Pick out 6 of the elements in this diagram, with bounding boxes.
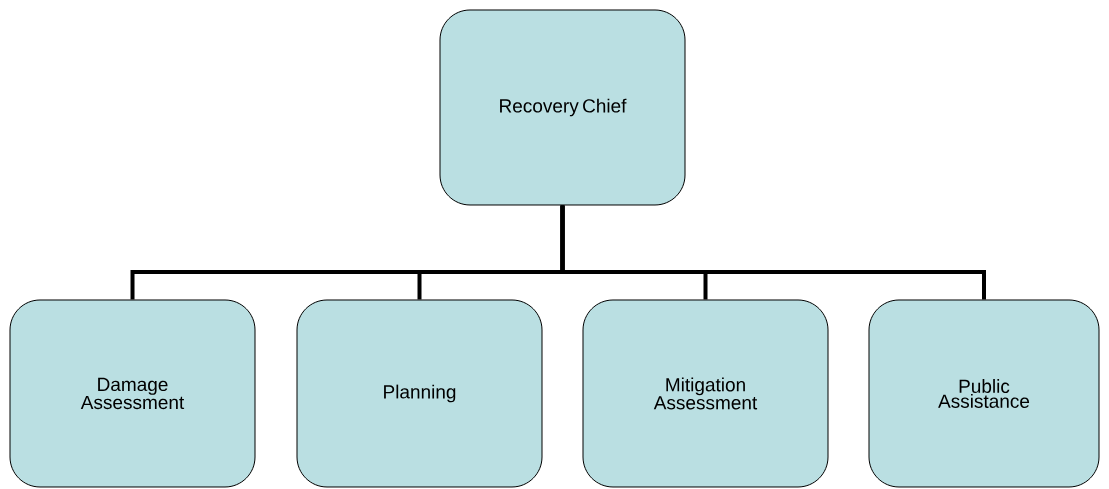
org-box: Planning [296, 299, 543, 488]
org-box: Public Assistance [868, 299, 1100, 488]
org-box: Recovery Chief [439, 9, 686, 206]
org-box: Damage Assessment [9, 299, 256, 488]
org-box: Mitigation Assessment [582, 299, 829, 488]
connector-line [560, 205, 986, 300]
